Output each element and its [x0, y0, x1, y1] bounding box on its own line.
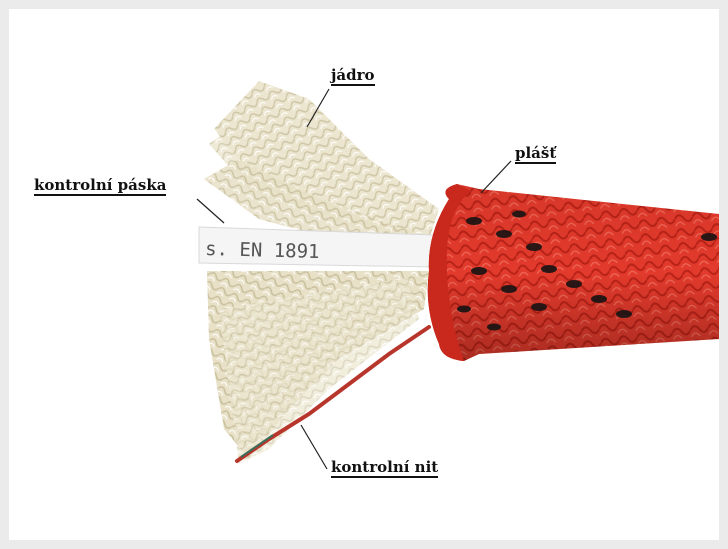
label-control-thread: kontrolní nit — [331, 459, 438, 478]
label-control-thread-text: kontrolní nit — [331, 458, 438, 476]
label-control-tape-underline — [34, 194, 166, 196]
leader-core — [307, 89, 329, 127]
label-core-underline — [331, 84, 375, 86]
leader-tape — [197, 199, 224, 223]
label-sheath-underline — [515, 162, 556, 164]
label-core: jádro — [331, 67, 375, 86]
label-control-tape-text: kontrolní páska — [34, 176, 166, 194]
label-core-text: jádro — [331, 66, 375, 84]
label-control-thread-underline — [331, 476, 438, 478]
label-sheath-text: plášť — [515, 144, 556, 162]
leader-sheath — [481, 161, 511, 193]
figure-frame: s. EN 1891 — [9, 9, 719, 540]
leader-thread — [301, 425, 327, 469]
label-control-tape: kontrolní páska — [34, 177, 166, 196]
label-sheath: plášť — [515, 145, 556, 164]
